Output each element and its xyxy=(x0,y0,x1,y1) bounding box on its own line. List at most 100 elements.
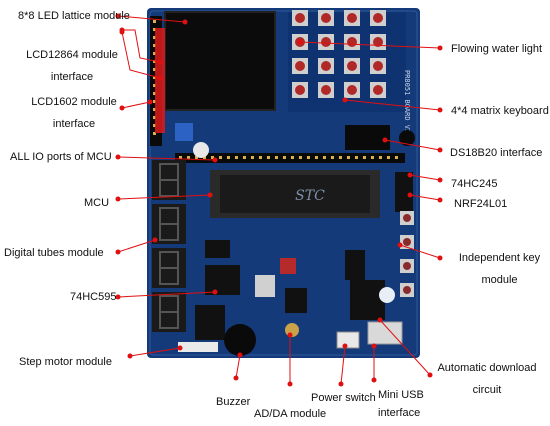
label-mcu: MCU xyxy=(84,197,110,209)
callout-line xyxy=(117,15,186,23)
callout-dot xyxy=(437,107,443,113)
independent-key-cap xyxy=(403,286,411,294)
callout-line xyxy=(379,319,431,376)
callout-line xyxy=(235,354,241,379)
label-buzzer: Buzzer xyxy=(216,396,251,408)
label-mini-usb: Mini USB interface xyxy=(378,389,424,419)
callout-line xyxy=(121,31,161,79)
matrix-key-cap xyxy=(347,13,357,23)
io-pin xyxy=(195,156,198,159)
hc595-chip-1 xyxy=(205,265,240,295)
io-pin xyxy=(283,156,286,159)
io-pin xyxy=(395,156,398,159)
matrix-key-cap xyxy=(347,85,357,95)
matrix-key-cap xyxy=(373,85,383,95)
callout-dot xyxy=(397,242,403,248)
io-pin xyxy=(179,156,182,159)
io-pin xyxy=(219,156,222,159)
power-switch-component xyxy=(336,331,360,349)
matrix-key-cap xyxy=(321,13,331,23)
matrix-key-cap xyxy=(321,85,331,95)
label-io-ports: ALL IO ports of MCU xyxy=(10,151,112,163)
io-pin xyxy=(355,156,358,159)
callout-dot xyxy=(427,372,433,378)
callout-line xyxy=(129,347,181,357)
mcu-chip-marking: STC xyxy=(295,188,325,204)
callout-dot xyxy=(115,294,121,300)
matrix-key-cap xyxy=(373,37,383,47)
callout-dot xyxy=(212,289,218,295)
io-pin xyxy=(379,156,382,159)
label-ds18b20: DS18B20 interface xyxy=(450,147,543,159)
io-pin xyxy=(363,156,366,159)
independent-key-cap xyxy=(403,262,411,270)
callout-line xyxy=(340,345,346,385)
callout-line xyxy=(384,139,441,151)
independent-key-cap xyxy=(403,238,411,246)
callout-line xyxy=(409,174,441,181)
callout-dot xyxy=(437,197,443,203)
callout-dot xyxy=(207,192,213,198)
callout-dot xyxy=(233,375,239,381)
callout-dot xyxy=(371,343,377,349)
callout-dot xyxy=(287,332,293,338)
callout-dot xyxy=(437,255,443,261)
callout-dot xyxy=(407,172,413,178)
label-adda: AD/DA module xyxy=(254,408,327,420)
io-pin xyxy=(315,156,318,159)
label-74hc245: 74HC245 xyxy=(451,178,498,190)
callout-line xyxy=(409,194,441,201)
callout-dot xyxy=(119,29,125,35)
callout-dot xyxy=(338,381,344,387)
label-nrf24l01: NRF24L01 xyxy=(454,198,508,210)
io-pin xyxy=(275,156,278,159)
callout-dot xyxy=(147,99,153,105)
callout-dot xyxy=(127,353,133,359)
label-matrix-keyboard: 4*4 matrix keyboard xyxy=(451,105,549,117)
io-pin xyxy=(331,156,334,159)
callout-dot xyxy=(342,97,348,103)
io-pin xyxy=(339,156,342,159)
matrix-key-cap xyxy=(321,61,331,71)
callout-dot xyxy=(119,105,125,111)
callout-line xyxy=(117,239,156,253)
matrix-key-cap xyxy=(321,37,331,47)
callout-dot xyxy=(297,39,303,45)
callout-dot xyxy=(115,196,121,202)
io-pin xyxy=(371,156,374,159)
io-pin xyxy=(259,156,262,159)
callout-line xyxy=(399,244,441,259)
callout-dot xyxy=(177,345,183,351)
callout-line xyxy=(117,291,216,298)
label-step-motor: Step motor module xyxy=(19,356,112,368)
callout-dot xyxy=(212,157,218,163)
callout-dot xyxy=(115,249,121,255)
io-pin xyxy=(307,156,310,159)
io-pin xyxy=(291,156,294,159)
callout-dot xyxy=(182,19,188,25)
mini-usb-port xyxy=(367,321,403,345)
callout-dot xyxy=(342,343,348,349)
io-pin xyxy=(187,156,190,159)
callout-line xyxy=(299,41,441,49)
matrix-key-cap xyxy=(347,61,357,71)
callout-dot xyxy=(287,381,293,387)
hc245-chip xyxy=(395,172,413,212)
callout-line xyxy=(344,99,441,111)
label-led-lattice: 8*8 LED lattice module xyxy=(18,10,130,22)
board-silkscreen: PR8051 BOARD V2 xyxy=(403,70,411,133)
callout-dot xyxy=(115,13,121,19)
matrix-key-cap xyxy=(295,61,305,71)
io-pin xyxy=(267,156,270,159)
matrix-key-cap xyxy=(295,13,305,23)
io-pin xyxy=(387,156,390,159)
reset-key xyxy=(280,258,296,274)
io-pin xyxy=(235,156,238,159)
label-independent-key: Independent key module xyxy=(458,252,541,286)
callout-dot xyxy=(437,45,443,51)
independent-key-cap xyxy=(403,214,411,222)
callout-line xyxy=(122,29,161,63)
callout-dot xyxy=(377,317,383,323)
label-power-switch: Power switch xyxy=(311,392,376,404)
